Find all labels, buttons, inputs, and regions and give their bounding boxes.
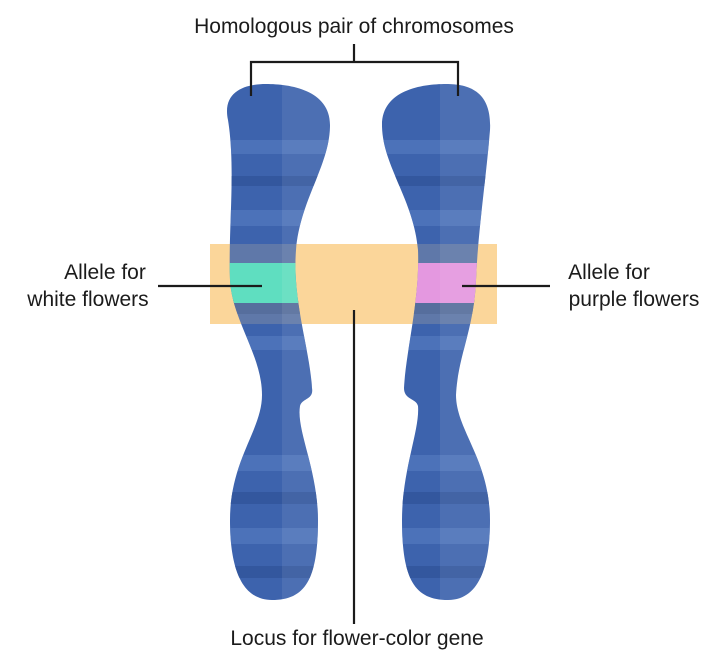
right-chromosome xyxy=(382,84,491,600)
left-allele-label-line1: Allele for xyxy=(64,261,146,284)
left-allele-label-line2: white flowers xyxy=(26,288,148,311)
diagram-title: Homologous pair of chromosomes xyxy=(194,15,514,38)
left-chromosome xyxy=(226,84,330,600)
locus-label: Locus for flower-color gene xyxy=(230,627,483,650)
right-allele-label-line1: Allele for xyxy=(568,261,650,284)
homologous-pair-bracket xyxy=(249,44,460,96)
right-allele-label-line2: purple flowers xyxy=(569,288,700,311)
